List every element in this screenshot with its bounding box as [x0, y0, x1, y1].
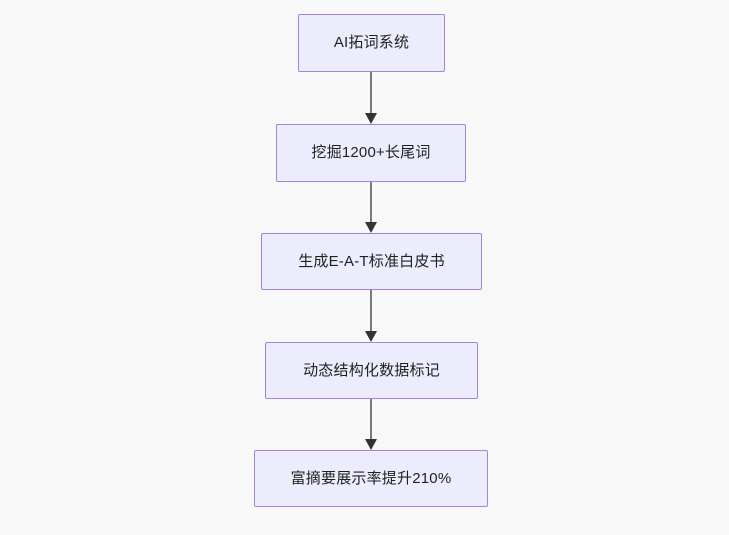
- flow-node-rich-snippet-rate-increase[interactable]: 富摘要展示率提升210%: [254, 450, 488, 507]
- flow-node-dynamic-structured-data-markup[interactable]: 动态结构化数据标记: [265, 342, 478, 399]
- flow-node-label: 生成E-A-T标准白皮书: [298, 252, 445, 270]
- arrow-down-icon: [365, 113, 377, 124]
- flow-node-label: 富摘要展示率提升210%: [290, 469, 452, 487]
- flow-node-label: AI拓词系统: [333, 34, 410, 51]
- arrow-down-icon: [365, 439, 377, 450]
- flow-node-label: 动态结构化数据标记: [303, 361, 440, 379]
- flow-node-ai-keyword-system[interactable]: AI拓词系统: [298, 14, 445, 72]
- edge-n0-n1: [365, 72, 377, 124]
- flow-node-generate-eat-whitepaper[interactable]: 生成E-A-T标准白皮书: [261, 233, 482, 290]
- edge-n3-n4: [365, 399, 377, 450]
- edge-n2-n3: [365, 290, 377, 342]
- edge-n1-n2: [365, 182, 377, 233]
- flow-node-mine-longtail-keywords[interactable]: 挖掘1200+长尾词: [276, 124, 466, 182]
- arrow-down-icon: [365, 331, 377, 342]
- flow-node-label: 挖掘1200+长尾词: [311, 144, 431, 161]
- arrow-down-icon: [365, 222, 377, 233]
